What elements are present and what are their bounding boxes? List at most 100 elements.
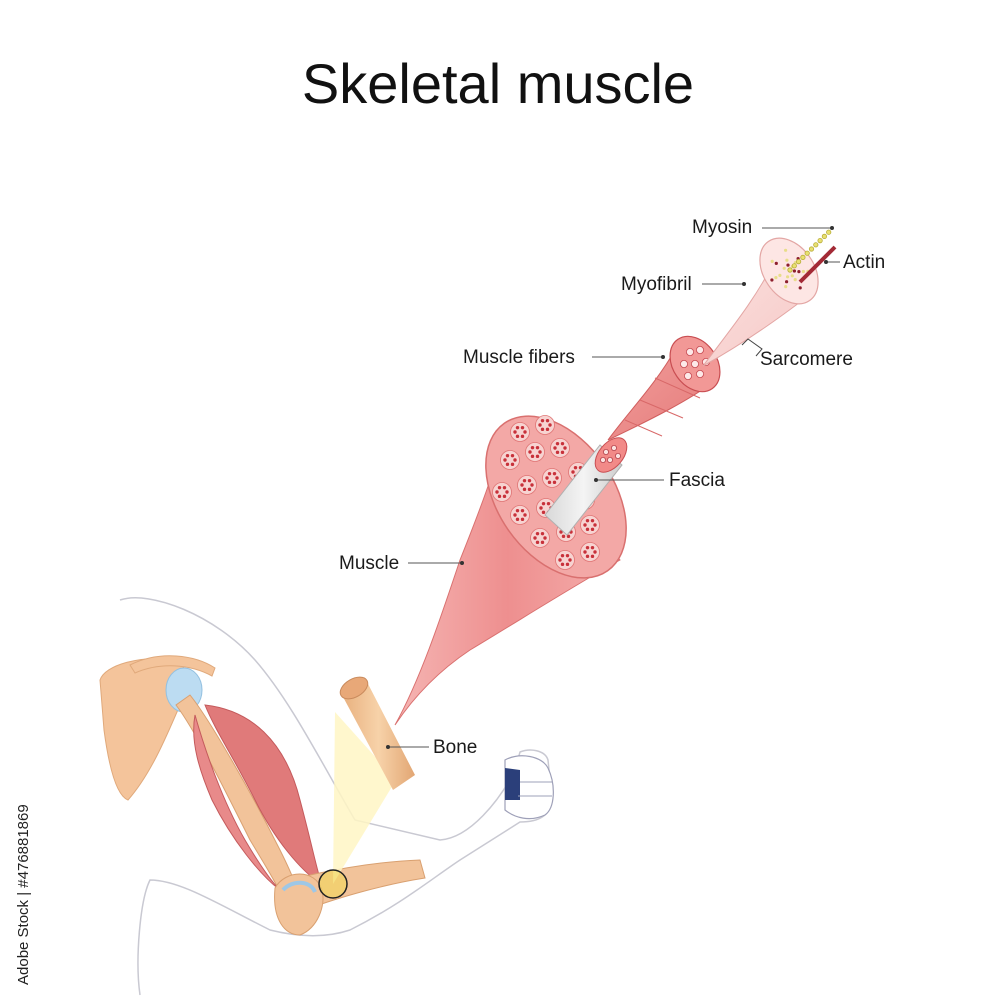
myofibril-bundle <box>702 229 837 367</box>
filament-dot <box>797 270 801 274</box>
fiber-dot <box>530 483 534 487</box>
fiber-dot <box>565 562 570 567</box>
fiber-dot <box>568 558 572 562</box>
fiber-dot <box>585 518 590 523</box>
fiber-dot <box>535 531 540 536</box>
filament-dot <box>778 273 782 277</box>
label-myofibril-group: Myofibril <box>621 274 746 295</box>
fiber-dot <box>545 418 550 423</box>
myofibril-tube <box>696 369 705 378</box>
filament-dot <box>770 259 774 263</box>
fiber-dot <box>563 446 567 450</box>
fascia-tube <box>544 437 628 536</box>
fascicle <box>517 475 537 495</box>
filament-dot <box>770 278 774 282</box>
fiber-dot <box>590 554 595 559</box>
label-muscle-fibers: Muscle fibers <box>463 347 575 368</box>
myofibril-tube <box>684 371 693 380</box>
label-myosin: Myosin <box>692 217 752 238</box>
fiber-dot <box>560 441 565 446</box>
fiber-dot <box>547 471 552 476</box>
fiber-dot <box>495 490 499 494</box>
fiber-dot <box>571 470 575 474</box>
filament-dot <box>785 280 789 284</box>
fascia-fiber-dot <box>615 452 622 459</box>
fiber-dot <box>555 476 559 480</box>
fascia-fibers <box>600 444 622 463</box>
myosin-bead <box>826 229 832 235</box>
fiber-dot <box>541 510 546 515</box>
fiber-dot <box>503 458 507 462</box>
fiber-dot <box>513 458 517 462</box>
fiber-dot <box>538 450 542 454</box>
elbow-joint <box>274 873 324 936</box>
fiber-dot <box>502 494 507 499</box>
label-actin: Actin <box>843 252 885 273</box>
myosin-bead <box>817 238 823 244</box>
filament-dot <box>798 286 802 290</box>
myosin-bead <box>821 233 828 239</box>
fiber-dot <box>590 518 595 523</box>
fiber-dot <box>520 425 525 430</box>
myosin-bead <box>808 246 815 252</box>
page-title: Skeletal muscle <box>302 52 694 115</box>
fiber-dot <box>583 550 587 554</box>
fiber-dot <box>558 558 562 562</box>
fascia-fiber-dot <box>600 456 607 463</box>
fiber-dot <box>552 471 557 476</box>
fiber-dot <box>522 487 527 492</box>
fiber-dot <box>590 545 595 550</box>
fiber-dot <box>530 454 535 459</box>
fascicle <box>492 482 512 502</box>
fiber-dot <box>540 427 545 432</box>
label-sarcomere-group: Sarcomere <box>760 349 853 370</box>
fiber-dot <box>522 478 527 483</box>
fiber-dot <box>538 423 542 427</box>
myofibril-tube <box>680 359 689 368</box>
fiber-dot <box>560 562 565 567</box>
fiber-dot <box>497 485 502 490</box>
clavicle <box>129 655 216 677</box>
fiber-dot <box>528 450 532 454</box>
fiber-dot <box>520 517 525 522</box>
label-sarcomere: Sarcomere <box>760 349 853 370</box>
fiber-dot <box>541 501 546 506</box>
fiber-dot <box>515 425 520 430</box>
fascicle <box>510 505 530 525</box>
fiber-dot <box>510 462 515 467</box>
label-bone: Bone <box>433 737 477 758</box>
myosin-bead <box>800 254 806 260</box>
arm-illustration <box>99 597 554 996</box>
label-fascia: Fascia <box>669 470 725 491</box>
filament-dot <box>786 275 790 279</box>
fascicle <box>510 422 530 442</box>
filament-dot <box>793 278 797 282</box>
fiber-dot <box>560 450 565 455</box>
fiber-dot <box>530 445 535 450</box>
filament-dot <box>782 266 786 270</box>
myosin-bead <box>791 263 797 269</box>
fiber-dot <box>510 453 515 458</box>
fiber-dot <box>593 523 597 527</box>
fiber-dot <box>539 506 543 510</box>
label-actin-group: Actin <box>824 252 885 273</box>
fiber-dot <box>505 462 510 467</box>
fiber-dot <box>561 534 566 539</box>
fiber-dot <box>565 553 570 558</box>
fascicle <box>555 550 575 570</box>
fascicle <box>535 415 555 435</box>
fiber-dot <box>545 476 549 480</box>
fascicle <box>525 442 545 462</box>
fiber-dot <box>545 427 550 432</box>
stock-id: Adobe Stock | #476881869 <box>15 804 32 985</box>
fiber-dot <box>520 483 524 487</box>
myofibril-tube <box>686 347 695 356</box>
fiber-dot <box>540 540 545 545</box>
zoom-circle <box>318 869 348 899</box>
filament-dot <box>792 269 797 273</box>
fiber-dot <box>548 423 552 427</box>
fiber-dot <box>535 445 540 450</box>
fiber-dot <box>555 441 560 446</box>
sarcomere-bracket <box>741 338 763 357</box>
